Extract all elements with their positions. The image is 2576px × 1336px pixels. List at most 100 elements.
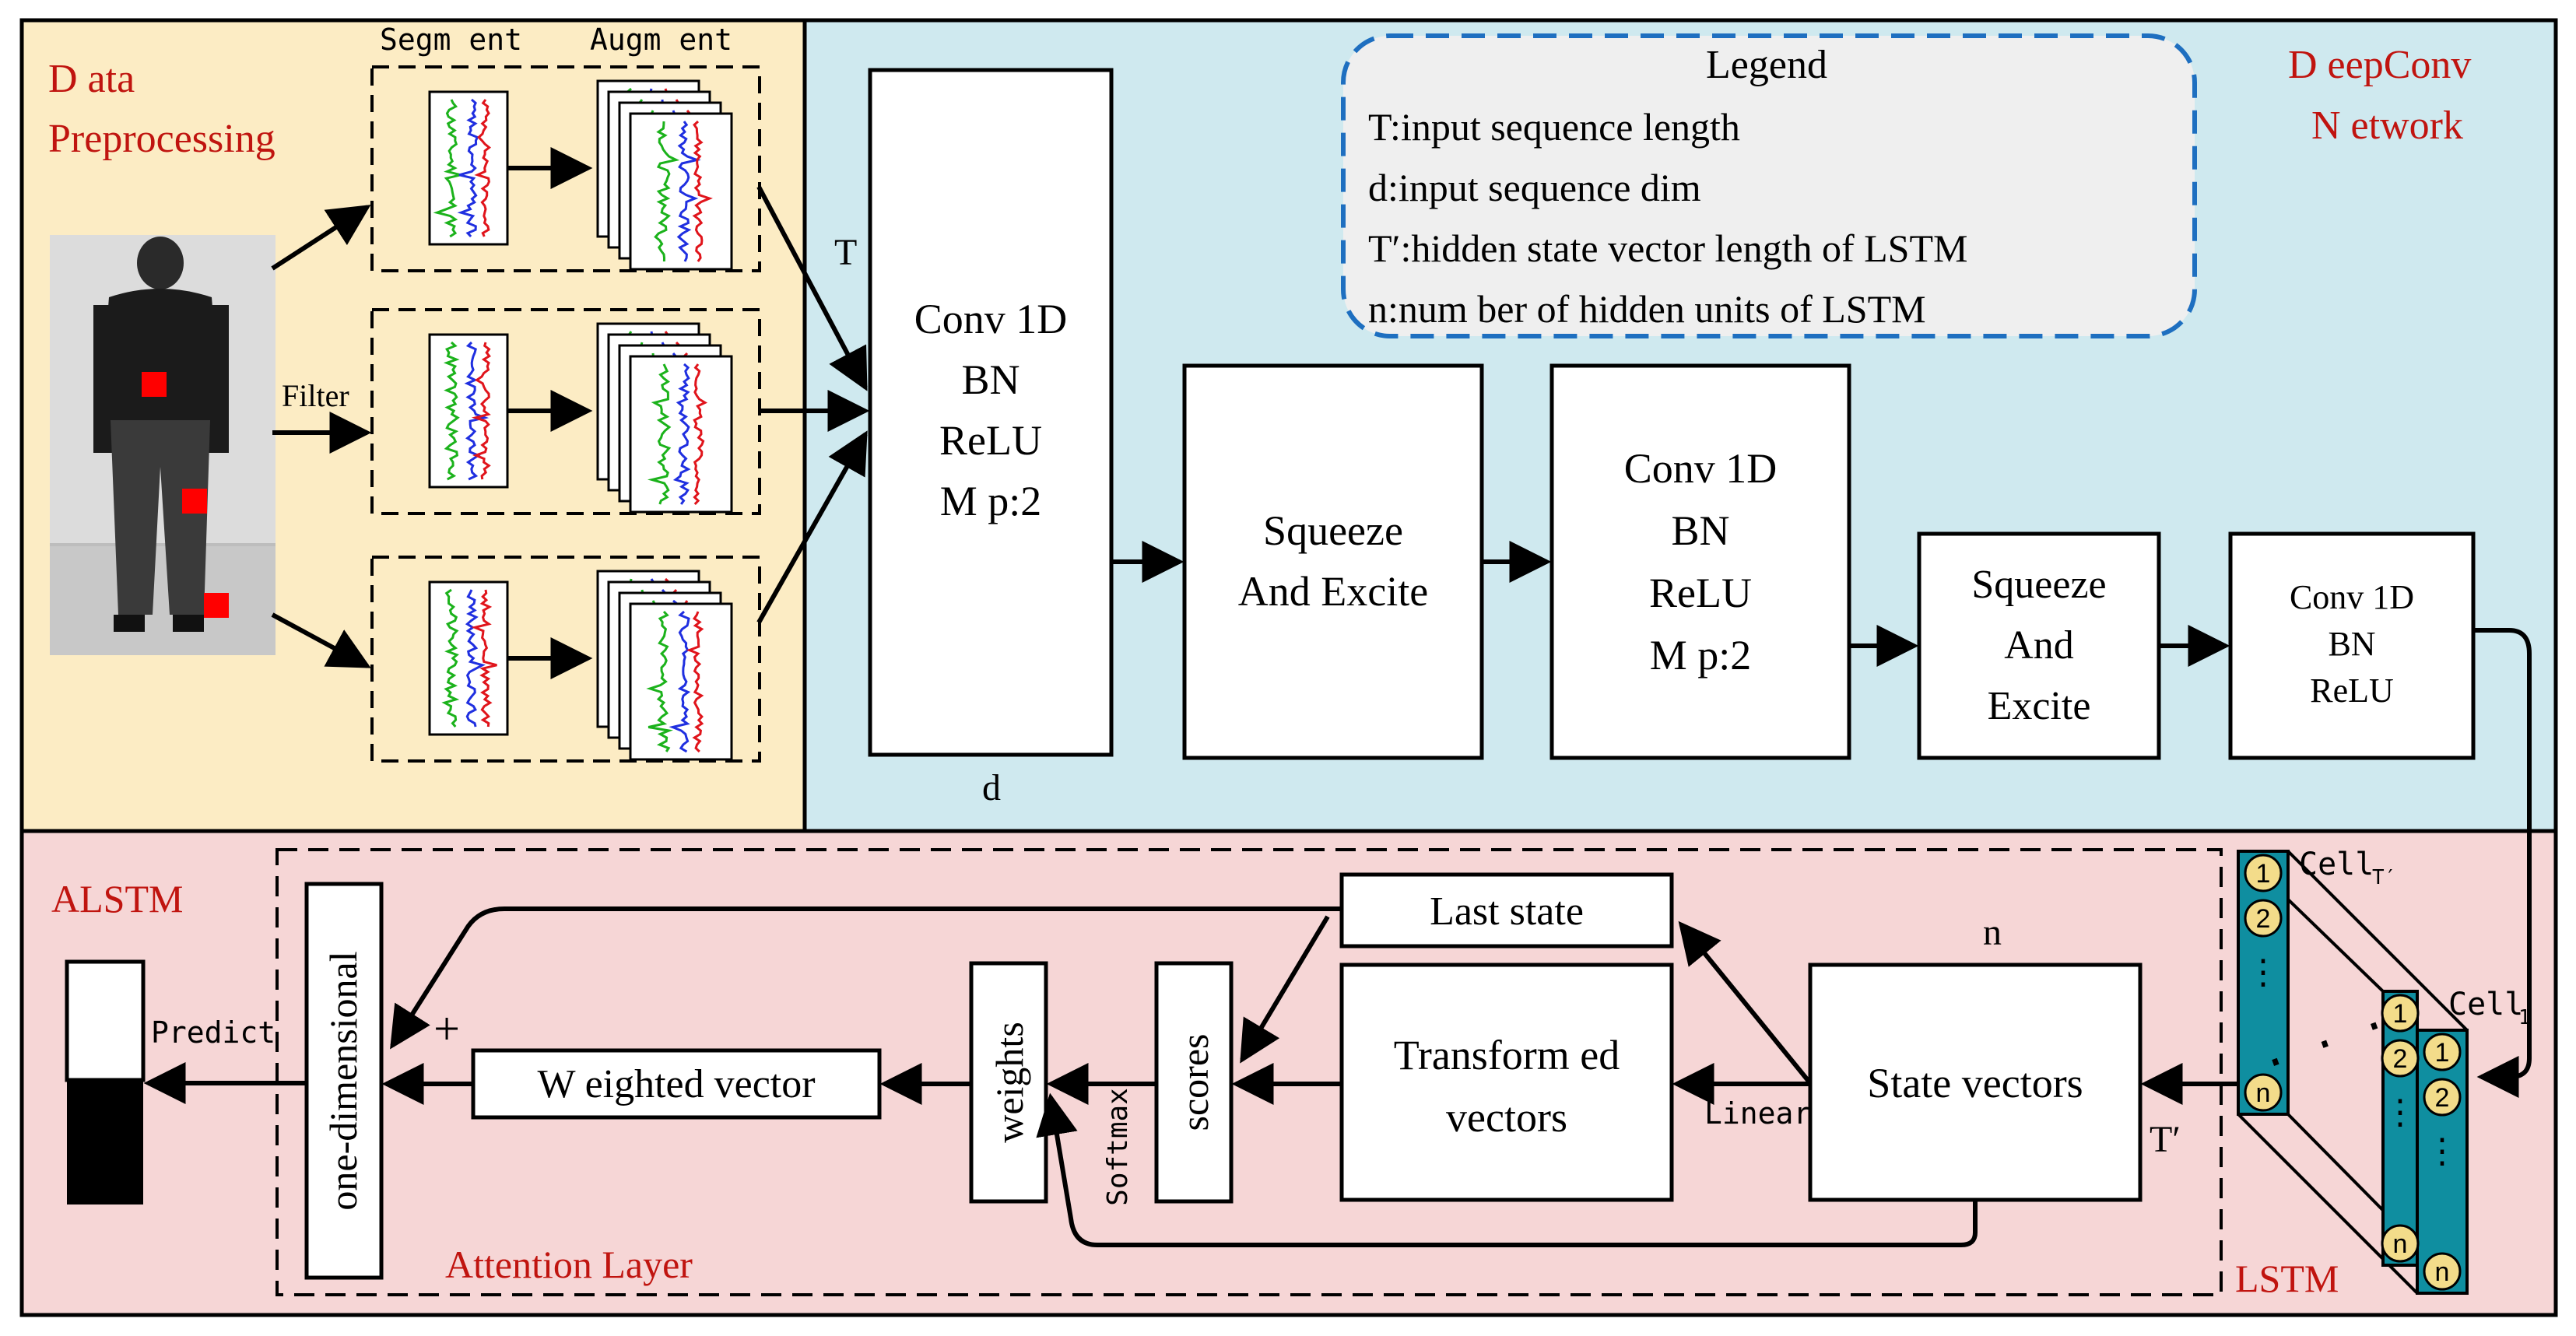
- linear-label: Linear: [1704, 1096, 1811, 1131]
- augment-stack: [596, 322, 733, 514]
- dim-n-label: n: [1983, 912, 2002, 953]
- state-vectors-box: [1808, 963, 2143, 1202]
- transformed-vectors-box: [1339, 963, 1674, 1202]
- sensor-marker-shank: [204, 593, 229, 618]
- transformed-line: Transform ed: [1394, 1032, 1620, 1078]
- conv2-line: Conv 1D: [1624, 445, 1778, 492]
- lstm-node: 2: [2244, 899, 2283, 938]
- one-dimensional-label: one-dimensional: [321, 951, 365, 1210]
- lstm-cell-mid: [2381, 990, 2419, 1267]
- segment-plot: [428, 333, 509, 489]
- attention-layer-box: [275, 848, 2223, 1296]
- conv2-line: M p:2: [1650, 632, 1752, 679]
- segment-label: Segm ent: [380, 23, 522, 57]
- se1-line: Squeeze: [1263, 507, 1403, 554]
- prediction-bar-bottom: [67, 1080, 143, 1205]
- augment-stack: [596, 79, 733, 271]
- conv-block-1: [868, 68, 1114, 757]
- cell-top-label: Cell T′: [2299, 847, 2396, 889]
- se2-line: Squeeze: [1971, 563, 2106, 607]
- svg-text:n: n: [2256, 1078, 2271, 1108]
- arrow-row3-to-conv: [756, 430, 868, 624]
- lstm-cell-top: [2237, 850, 2290, 1116]
- lstm-node-ellipsis: ⋮: [2246, 952, 2280, 992]
- arrow-laststate-to-onedim: [390, 906, 1342, 1050]
- sensor-marker-thigh: [182, 489, 207, 514]
- softmax-label: Softmax: [1102, 1088, 1134, 1206]
- scores-label: scores: [1173, 1034, 1216, 1131]
- arrow-photo-to-row1: [271, 205, 371, 271]
- preprocessing-title-1: D ata: [48, 57, 135, 101]
- conv1-line: Conv 1D: [914, 296, 1068, 342]
- arrow-state-to-weights: [1036, 1092, 1978, 1247]
- deepconv-title-2: N etwork: [2311, 103, 2463, 148]
- lstm-node: n: [2423, 1252, 2462, 1291]
- conv-block-3: [2228, 531, 2476, 760]
- segment-plot: [428, 580, 509, 736]
- preprocessing-title-2: Preprocessing: [48, 117, 275, 161]
- lstm-cells: [2237, 850, 2469, 1295]
- conv1-line: ReLU: [939, 417, 1042, 464]
- legend-item: T:input sequence length: [1368, 105, 1740, 149]
- conv2-line: BN: [1671, 507, 1729, 554]
- signal-rows: [370, 65, 761, 763]
- segment-plot: [428, 90, 509, 246]
- arrow-row1-to-conv: [756, 185, 868, 391]
- svg-text:Cell: Cell: [2299, 847, 2374, 882]
- conv-block-2: [1549, 363, 1851, 760]
- augment-stack: [596, 570, 733, 761]
- plus-sign: +: [433, 1003, 460, 1054]
- se2-line: Excite: [1988, 684, 2091, 728]
- lstm-node-ellipsis: ⋮: [2425, 1131, 2459, 1171]
- lstm-node: 1: [2423, 1033, 2462, 1071]
- signal-row: [370, 308, 761, 515]
- lstm-node: 2: [2423, 1078, 2462, 1117]
- lstm-node: n: [2381, 1224, 2420, 1263]
- legend-item: n:num ber of hidden units of LSTM: [1368, 287, 1926, 331]
- predict-label: Predict: [151, 1015, 275, 1050]
- weights-box: [969, 961, 1048, 1204]
- scores-box: [1154, 961, 1234, 1204]
- lstm-label: LSTM: [2235, 1257, 2339, 1300]
- deepconv-title-1: D eepConv: [2288, 43, 2471, 87]
- alstm-panel: [19, 829, 2558, 1317]
- svg-text:n: n: [2435, 1257, 2450, 1287]
- last-state-box: [1339, 872, 1674, 949]
- person-photo: [50, 235, 275, 655]
- sensor-marker-waist: [142, 372, 167, 397]
- weighted-vector-box: [471, 1048, 882, 1120]
- lstm-node: n: [2244, 1073, 2283, 1112]
- augment-label: Augm ent: [590, 23, 732, 57]
- signal-row: [370, 556, 761, 763]
- legend-item: d:input sequence dim: [1368, 166, 1701, 209]
- svg-text:2: 2: [2435, 1083, 2450, 1113]
- filter-label: Filter: [282, 378, 349, 413]
- arrow-conv3-to-lstm: [2473, 628, 2532, 1098]
- lstm-node: 1: [2381, 994, 2420, 1033]
- lstm-cell-front: [2416, 1029, 2469, 1295]
- dim-Tprime-label: T′: [2150, 1119, 2181, 1160]
- alstm-title: ALSTM: [51, 877, 183, 920]
- se1-line: And Excite: [1238, 568, 1428, 615]
- arrow-state-to-laststate: [1678, 920, 1813, 1085]
- se2-line: And: [2004, 623, 2074, 668]
- svg-text:2: 2: [2256, 904, 2271, 934]
- one-dimensional-box: [304, 882, 384, 1280]
- legend-item: T′:hidden state vector length of LSTM: [1368, 226, 1967, 270]
- cell-bottom-label: Cell 1: [2448, 987, 2531, 1029]
- state-vectors-label: State vectors: [1867, 1060, 2083, 1106]
- arrow-laststate-to-scores: [1240, 915, 1330, 1064]
- svg-text:1: 1: [2393, 999, 2408, 1029]
- conv3-line: Conv 1D: [2290, 578, 2414, 616]
- legend-title: Legend: [1706, 43, 1827, 87]
- svg-text:1: 1: [2256, 859, 2271, 889]
- conv3-line: ReLU: [2310, 672, 2394, 710]
- conv1-line: BN: [961, 356, 1020, 403]
- svg-text:2: 2: [2393, 1044, 2408, 1074]
- lstm-nodes: 12⋮n12⋮n12⋮n: [2244, 854, 2462, 1291]
- arrow-photo-to-row3: [271, 612, 371, 668]
- conv2-line: ReLU: [1649, 570, 1752, 616]
- svg-text:T′: T′: [2372, 866, 2396, 889]
- svg-text:1: 1: [2435, 1038, 2450, 1068]
